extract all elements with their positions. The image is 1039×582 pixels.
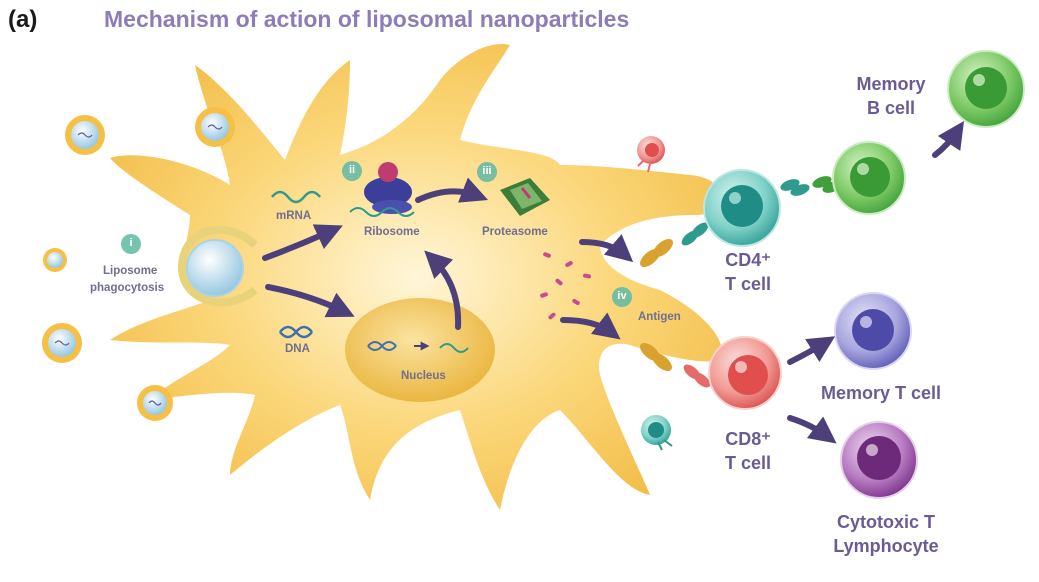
cd8-t-cell: [708, 336, 782, 410]
ctl-label-line2: Lymphocyte: [833, 536, 939, 556]
diagram-title: Mechanism of action of liposomal nanopar…: [104, 6, 630, 32]
ctl-label-line1: Cytotoxic T: [836, 512, 935, 532]
process-arrows: [262, 121, 964, 444]
step-ii-badge: [342, 161, 362, 181]
mrna-strand: [271, 190, 321, 204]
step-badges: [121, 161, 632, 307]
liposome-particles: [42, 107, 235, 421]
nucleus-dna-to-mrna: [367, 341, 469, 353]
panel-label: (a): [8, 6, 38, 33]
cd4-label-line1: CD4⁺: [725, 250, 771, 270]
nucleus: [345, 298, 495, 402]
step-iv-label: iv: [617, 290, 627, 302]
proteasome: [500, 178, 550, 216]
memory-b-cell-label-line2: B cell: [866, 98, 916, 118]
arrow-cd8-to-memory-t: [787, 336, 836, 365]
dna-helix: [279, 325, 313, 339]
step-ii-label: ii: [348, 164, 356, 176]
arrow-nucleus-to-ribosome: [424, 250, 462, 330]
arrow-liposome-to-nucleus: [265, 284, 355, 318]
arrow-proteasome-to-cd4: [579, 234, 634, 263]
ribosome: [349, 162, 415, 217]
cytotoxic-t-cell: [840, 421, 918, 499]
phagocytosis-label: phagocytosis: [90, 282, 165, 294]
arrow-cd4-to-memory-b: [932, 121, 964, 158]
mrna-label: mRNA: [276, 210, 312, 222]
tcr-b-cell-complex: [780, 176, 842, 196]
mhc-cd4-complex: [640, 222, 709, 267]
arrow-cd8-to-ctl: [787, 415, 837, 444]
nucleus-label: Nucleus: [401, 370, 446, 382]
memory-b-cell-label-line1: Memory: [856, 74, 926, 94]
step-iii-label: iii: [482, 165, 492, 177]
antigen-fragments: [540, 252, 591, 320]
arrow-liposome-to-ribosome: [262, 224, 343, 261]
step-iv-badge: [612, 287, 632, 307]
liposome-1: [65, 115, 105, 155]
memory-t-cell-label: Memory T cell: [820, 383, 942, 403]
liposome-3: [43, 248, 67, 272]
memory-b-cell: [947, 50, 1025, 128]
ribosome-label: Ribosome: [364, 226, 420, 238]
liposome-label: Liposome: [103, 265, 158, 277]
cd8-label-line1: CD8⁺: [725, 429, 771, 449]
cd8-label-line2: T cell: [724, 453, 772, 473]
step-iii-badge: [477, 162, 497, 182]
step-i-badge: [121, 234, 141, 254]
mhc-cd8-complex: [640, 343, 711, 388]
arrow-ribosome-to-proteasome: [415, 177, 489, 203]
cd4-label-line2: T cell: [724, 274, 772, 294]
step-i-label: i: [129, 237, 133, 249]
proteasome-label: Proteasome: [482, 226, 548, 238]
free-red-cell: [637, 136, 665, 173]
phagocytosed-liposome: [178, 225, 258, 307]
arrow-antigen-to-cd8: [560, 312, 621, 340]
liposome-5: [137, 385, 173, 421]
cd4-t-cell: [703, 169, 781, 247]
liposome-4: [42, 323, 82, 363]
antigen-label: Antigen: [638, 311, 681, 323]
free-teal-cell: [641, 415, 673, 451]
memory-t-cell: [834, 292, 912, 370]
dna-label: DNA: [285, 343, 310, 355]
memory-b-cell-small: [832, 141, 906, 215]
liposome-2: [195, 107, 235, 147]
